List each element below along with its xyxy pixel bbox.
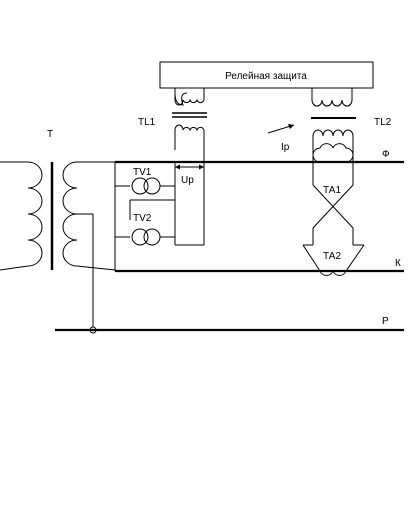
k-label: К [395, 258, 401, 269]
buses: Ф К Р [55, 149, 404, 332]
phase-label: Ф [382, 149, 390, 160]
ta2-label: ТА2 [323, 251, 341, 262]
transformer-label: Т [47, 129, 53, 140]
tv1-label: TV1 [133, 167, 152, 178]
voltage-transformers: TV1 TV2 Up [114, 162, 204, 271]
power-transformer: Т [0, 129, 116, 334]
tl2-label: TL2 [374, 117, 392, 128]
tv2-label: TV2 [133, 213, 152, 224]
current-transformers: ТА1 ТА2 [302, 143, 365, 276]
relay-protection-block: Релейная защита [159, 61, 374, 89]
tl2-transformer: TL2 [311, 88, 392, 148]
p-label: Р [382, 316, 389, 327]
up-label: Up [181, 175, 194, 186]
tl1-transformer: TL1 [138, 88, 207, 245]
ta1-label: ТА1 [323, 185, 341, 196]
ip-label: Ip [281, 142, 290, 153]
ip-arrow: Ip [267, 124, 295, 153]
tl1-label: TL1 [138, 117, 156, 128]
relay-protection-label: Релейная защита [225, 71, 307, 82]
